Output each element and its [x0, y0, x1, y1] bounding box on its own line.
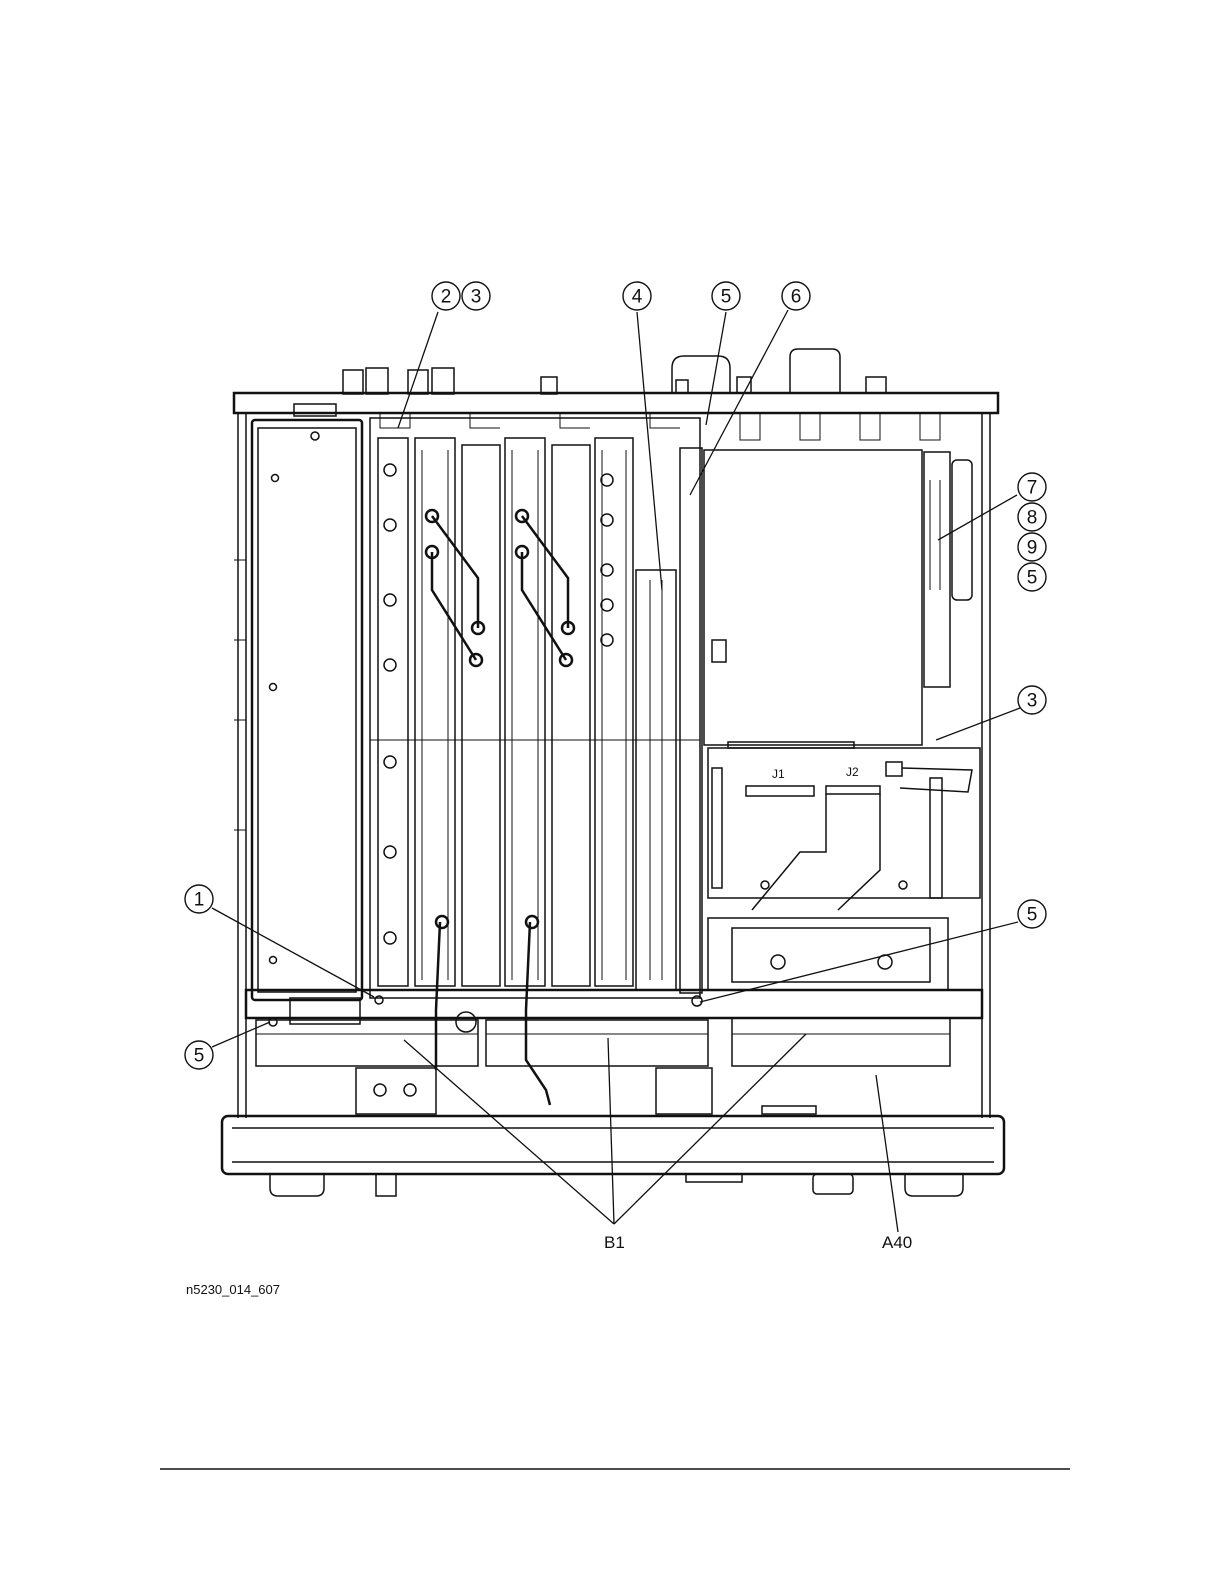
svg-text:3: 3 — [471, 287, 482, 308]
cpu-board — [704, 450, 972, 748]
callout-8: 8 — [1018, 503, 1046, 531]
callout-5-lower-right: 5 — [1018, 900, 1046, 928]
svg-text:8: 8 — [1027, 508, 1038, 529]
callout-9: 9 — [1018, 533, 1046, 561]
callout-3-top: 3 — [462, 282, 490, 310]
power-supply — [234, 404, 362, 1000]
j1-label: J1 — [772, 767, 785, 781]
callout-4: 4 — [623, 282, 651, 310]
svg-text:6: 6 — [791, 287, 802, 308]
interface-board — [708, 748, 980, 910]
svg-text:7: 7 — [1027, 478, 1038, 499]
j2-label: J2 — [846, 765, 859, 779]
b1-label: B1 — [604, 1233, 625, 1252]
svg-text:1: 1 — [194, 890, 205, 911]
callout-5-top: 5 — [712, 282, 740, 310]
callout-3-right: 3 — [1018, 686, 1046, 714]
svg-text:3: 3 — [1027, 691, 1038, 712]
svg-text:5: 5 — [194, 1046, 205, 1067]
svg-text:5: 5 — [1027, 905, 1038, 926]
chassis-frame — [234, 393, 998, 1118]
svg-text:5: 5 — [1027, 568, 1038, 589]
svg-text:2: 2 — [441, 287, 452, 308]
callout-7: 7 — [1018, 473, 1046, 501]
callout-2: 2 — [432, 282, 460, 310]
callout-5-left: 5 — [185, 1041, 213, 1069]
svg-text:5: 5 — [721, 287, 732, 308]
svg-text:9: 9 — [1027, 538, 1038, 559]
svg-text:4: 4 — [632, 287, 643, 308]
callout-6: 6 — [782, 282, 810, 310]
callout-1: 1 — [185, 885, 213, 913]
rear-connectors — [343, 349, 886, 394]
figure-id: n5230_014_607 — [186, 1282, 280, 1297]
callout-5-right: 5 — [1018, 563, 1046, 591]
leader-lines — [212, 310, 1020, 1232]
midplane — [636, 448, 702, 993]
a40-label: A40 — [882, 1233, 912, 1252]
